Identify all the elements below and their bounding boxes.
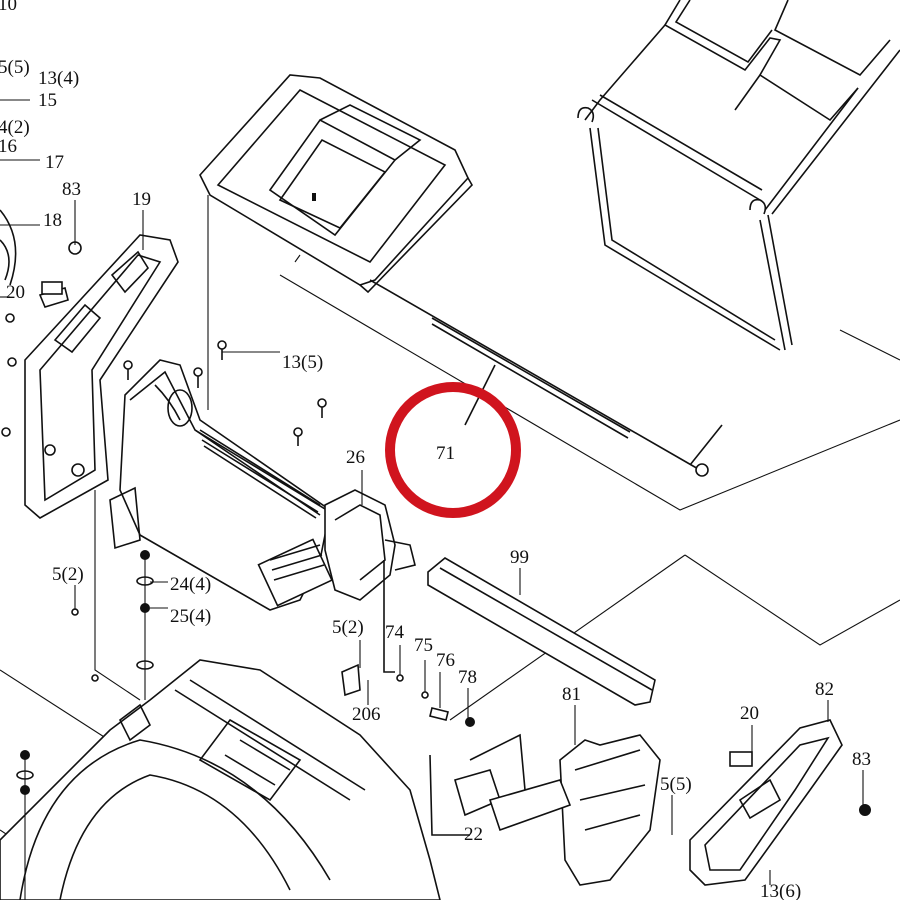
grass-catcher-frame bbox=[577, 0, 900, 351]
label-leaders bbox=[0, 99, 864, 900]
label-24-4: 24(4) bbox=[170, 574, 211, 595]
label-4-2: 4(2) bbox=[0, 117, 30, 138]
axle-rod bbox=[369, 279, 723, 477]
label-16: 16 bbox=[0, 136, 17, 157]
label-20-left: 20 bbox=[6, 282, 25, 303]
label-17: 17 bbox=[45, 152, 64, 173]
label-5-2-left: 5(2) bbox=[52, 564, 84, 585]
label-71: 71 bbox=[436, 443, 455, 464]
label-22: 22 bbox=[464, 824, 483, 845]
highlight-ring bbox=[385, 382, 521, 518]
label-74: 74 bbox=[385, 622, 405, 643]
label-81: 81 bbox=[562, 684, 581, 705]
upper-housing-cover bbox=[199, 74, 473, 294]
label-5-2-mid: 5(2) bbox=[332, 617, 364, 638]
label-20-right: 20 bbox=[740, 703, 759, 724]
left-handle-bracket bbox=[24, 234, 179, 519]
bar-99 bbox=[427, 557, 656, 706]
highlight-callout: 71 bbox=[385, 382, 521, 518]
label-75: 75 bbox=[414, 635, 433, 656]
right-parts bbox=[429, 719, 843, 886]
label-19: 19 bbox=[132, 189, 151, 210]
small-hardware bbox=[38, 281, 475, 727]
part-labels: 10 5(5) 13(4) 15 4(2) 16 17 18 83 19 20 … bbox=[0, 0, 871, 900]
label-25-4: 25(4) bbox=[170, 606, 211, 627]
label-15: 15 bbox=[38, 90, 57, 111]
main-chassis-frame bbox=[109, 359, 333, 611]
label-13-4: 13(4) bbox=[38, 68, 79, 89]
pivot-block bbox=[324, 489, 416, 601]
label-206: 206 bbox=[352, 704, 381, 725]
lower-deck-housing bbox=[0, 659, 441, 900]
label-5-5-top: 5(5) bbox=[0, 57, 30, 78]
label-76: 76 bbox=[436, 650, 455, 671]
label-5-5-right: 5(5) bbox=[660, 774, 692, 795]
label-13-5: 13(5) bbox=[282, 352, 323, 373]
label-83-left: 83 bbox=[62, 179, 81, 200]
left-wheel-edge bbox=[0, 209, 17, 286]
label-10: 10 bbox=[0, 0, 17, 15]
label-26: 26 bbox=[346, 447, 365, 468]
label-99: 99 bbox=[510, 547, 529, 568]
bolts bbox=[1, 313, 871, 816]
label-78: 78 bbox=[458, 667, 477, 688]
label-82: 82 bbox=[815, 679, 834, 700]
label-83-right: 83 bbox=[852, 749, 871, 770]
label-18: 18 bbox=[43, 210, 62, 231]
label-13-6: 13(6) bbox=[760, 881, 801, 900]
leader-lines bbox=[0, 254, 900, 861]
